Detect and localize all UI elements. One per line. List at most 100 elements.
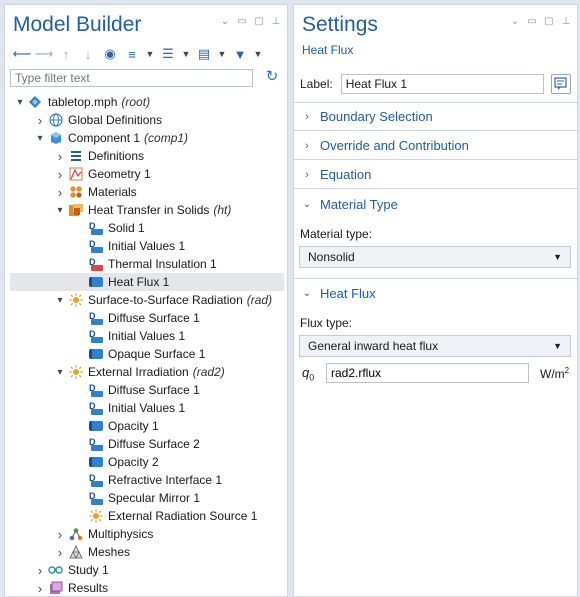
expand-tree-icon[interactable]: ≡ [128, 46, 136, 62]
list-view-icon[interactable]: ▤ [197, 46, 211, 61]
tree-item[interactable]: ›Materials [10, 183, 284, 201]
tree-item[interactable]: › Study 1 [10, 561, 284, 579]
minimize-icon[interactable]: ▭ [237, 16, 247, 27]
pin-icon[interactable]: ⊥ [271, 16, 281, 27]
section-boundary-selection[interactable]: › Boundary Selection [294, 103, 577, 131]
minimize-icon[interactable]: ▭ [527, 16, 537, 27]
domain-node-icon: D [88, 311, 104, 325]
tree-item[interactable]: › Global Definitions [10, 111, 284, 129]
expand-down-icon[interactable]: ▾ [57, 366, 63, 378]
tree-item[interactable]: Opacity 2 [10, 453, 284, 471]
tree-item[interactable]: Opacity 1 [10, 417, 284, 435]
pin-icon[interactable]: ⊥ [561, 16, 571, 27]
node-options-icon[interactable]: ▼ [233, 46, 247, 62]
domain-node-icon: D [88, 401, 104, 415]
tree-item[interactable]: ›Meshes [10, 543, 284, 561]
tree-item-tag: (ht) [213, 203, 232, 217]
settings-subtitle: Heat Flux [302, 43, 354, 57]
expand-right-icon[interactable]: › [37, 580, 43, 596]
flux-type-select[interactable]: General inward heat flux ▼ [299, 335, 571, 357]
expand-right-icon[interactable]: › [57, 526, 63, 542]
tree-item[interactable]: ›Multiphysics [10, 525, 284, 543]
q0-letter: q [302, 365, 310, 380]
tree-item[interactable]: Heat Flux 1 [10, 273, 284, 291]
model-builder-window-controls: ⌄ ▭ ▢ ⊥ [220, 17, 281, 27]
tree-item[interactable]: D Initial Values 1 [10, 399, 284, 417]
material-type-divider [294, 278, 577, 279]
show-icon[interactable]: ◉ [104, 46, 116, 61]
tree-item[interactable]: ▾ Surface-to-Surface Radiation(rad) [10, 291, 284, 309]
model-builder-panel: Model Builder ⌄ ▭ ▢ ⊥ ⟵ ⟶ ↑ ↓ ◉ ≡ ▼ ☰ ▼ … [4, 4, 288, 597]
globe-icon [48, 113, 64, 127]
tree-item[interactable]: External Radiation Source 1 [10, 507, 284, 525]
settings-window-controls: ⌄ ▭ ▢ ⊥ [510, 17, 571, 27]
move-down-icon[interactable]: ↓ [84, 46, 92, 62]
collapse-tree-icon[interactable]: ☰ [162, 46, 174, 61]
chevron-down-icon[interactable]: ⌄ [510, 16, 520, 27]
expand-down-icon[interactable]: ▾ [57, 294, 63, 306]
back-arrow-icon[interactable]: ⟵ [12, 46, 32, 61]
tree-item-label: Diffuse Surface 2 [108, 437, 200, 451]
expand-down-icon[interactable]: ▾ [57, 204, 63, 216]
materials-icon [68, 185, 84, 199]
forward-arrow-icon[interactable]: ⟶ [34, 46, 54, 61]
q0-input[interactable] [326, 363, 529, 383]
tree-item[interactable]: Opaque Surface 1 [10, 345, 284, 363]
q0-unit-base: W/m [540, 367, 565, 381]
tree-item[interactable]: ›Definitions [10, 147, 284, 165]
move-up-icon[interactable]: ↑ [62, 46, 70, 62]
tree-item-label: Initial Values 1 [108, 401, 186, 415]
definitions-icon [68, 149, 84, 163]
tree-item[interactable]: ▾Component 1(comp1) [10, 129, 284, 147]
section-override-and-contribution[interactable]: › Override and Contribution [294, 132, 577, 160]
q0-unit-exponent: 2 [564, 366, 570, 375]
domain-node-icon: D [88, 329, 104, 343]
material-type-select[interactable]: Nonsolid ▼ [299, 246, 571, 268]
label-input[interactable] [340, 74, 544, 94]
expand-tree-dropdown-icon[interactable]: ▼ [145, 49, 155, 59]
tree-item[interactable]: ›Geometry 1 [10, 165, 284, 183]
model-builder-toolbar: ⟵ ⟶ ↑ ↓ ◉ ≡ ▼ ☰ ▼ ▤ ▼ ▼ ▼ [11, 43, 265, 65]
collapse-tree-dropdown-icon[interactable]: ▼ [181, 49, 191, 59]
expand-down-icon[interactable]: ▾ [17, 96, 23, 108]
tree-item-label: Diffuse Surface 1 [108, 383, 200, 397]
expand-right-icon[interactable]: › [57, 544, 63, 560]
expand-right-icon[interactable]: › [57, 166, 63, 182]
tree-item-label: Opacity 2 [108, 455, 159, 469]
node-options-dropdown-icon[interactable]: ▼ [253, 49, 263, 59]
list-view-dropdown-icon[interactable]: ▼ [217, 49, 227, 59]
tree-item-tag: (rad) [246, 293, 273, 307]
expand-right-icon[interactable]: › [57, 184, 63, 200]
expand-right-icon[interactable]: › [37, 562, 43, 578]
section-material-type[interactable]: ⌄ Material Type [294, 190, 577, 218]
edit-label-icon [554, 77, 567, 90]
expand-down-icon[interactable]: ▾ [37, 132, 43, 144]
tree-item-label: Surface-to-Surface Radiation [88, 293, 243, 307]
tree-item[interactable]: ▾Heat Transfer in Solids(ht) [10, 201, 284, 219]
maximize-icon[interactable]: ▢ [254, 16, 264, 27]
expand-right-icon[interactable]: › [57, 148, 63, 164]
filter-input[interactable] [10, 69, 253, 87]
section-title: Equation [320, 167, 372, 182]
tree-item[interactable]: ▾tabletop.mph(root) [10, 93, 284, 111]
section-heat-flux[interactable]: ⌄ Heat Flux [294, 279, 577, 307]
tree-item-label: Global Definitions [68, 113, 163, 127]
maximize-icon[interactable]: ▢ [544, 16, 554, 27]
refresh-icon[interactable]: ↻ [265, 68, 279, 85]
chevron-down-icon[interactable]: ⌄ [220, 16, 230, 27]
expand-right-icon[interactable]: › [37, 112, 43, 128]
label-edit-button[interactable] [551, 74, 571, 94]
section-equation[interactable]: › Equation [294, 161, 577, 189]
tree-item-label: Study 1 [68, 563, 109, 577]
tree-item[interactable]: ›Results [10, 579, 284, 597]
tree-item[interactable]: ▾External Irradiation(rad2) [10, 363, 284, 381]
